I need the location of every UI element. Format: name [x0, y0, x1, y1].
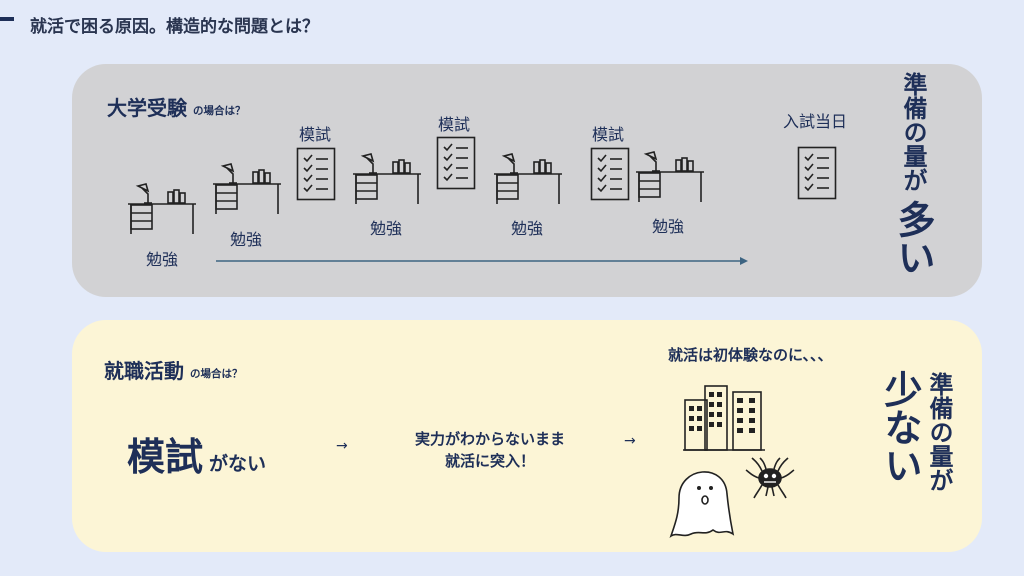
bug-monster-icon: [745, 457, 795, 499]
desk-icon: [128, 183, 196, 234]
study-label: 勉強: [229, 230, 262, 249]
checklist-icon: [590, 147, 630, 201]
job-prep-amount: 少ない: [878, 370, 922, 484]
mock-exam-label: 模試: [437, 115, 470, 134]
ghost-icon: [669, 471, 735, 538]
result-line-1: 実力がわからないまま: [414, 430, 565, 448]
mock-exam-label: 模試: [591, 125, 624, 144]
arrow-right-icon: [216, 257, 748, 265]
desk-icon: [636, 151, 704, 202]
exam-heading: 大学受験の場合は？: [107, 92, 246, 121]
study-label: 勉強: [145, 250, 178, 269]
arrow-right-icon: →: [624, 433, 636, 449]
job-heading: 就職活動の場合は？: [104, 355, 243, 384]
exam-panel: [72, 64, 982, 297]
checklist-icon: [296, 147, 336, 201]
desk-icon: [353, 153, 421, 204]
page-title: 就活で困る原因。構造的な問題とは？: [30, 17, 319, 37]
job-panel: [72, 320, 982, 552]
arrow-right-icon: →: [336, 438, 348, 454]
mock-exam-big: 模試: [127, 435, 204, 479]
job-heading-text: 就職活動: [104, 359, 184, 383]
result-line-2: 就活に突入！: [444, 452, 535, 470]
mock-exam-label: 模試: [298, 125, 331, 144]
study-label: 勉強: [369, 219, 402, 238]
exam-prep-amount: 多い: [891, 200, 935, 276]
job-prep-phrase: 準備の量が: [925, 372, 953, 492]
buildings-icon: [683, 385, 765, 451]
exam-prep-phrase: 準備の量が: [899, 72, 927, 192]
exam-day-label: 入試当日: [782, 112, 847, 131]
job-heading-suffix: の場合は？: [190, 368, 243, 380]
exam-heading-suffix: の場合は？: [193, 105, 246, 117]
mock-exam-suffix: がない: [209, 453, 267, 475]
header-accent-bar: [0, 17, 14, 21]
no-mock-exam-phrase: 模試がない: [127, 426, 266, 481]
desk-icon: [213, 163, 281, 214]
result-text: 実力がわからないまま 就活に突入！: [392, 428, 588, 472]
checklist-icon: [797, 146, 837, 200]
desk-icon: [494, 153, 562, 204]
first-time-text: 就活は初体験なのに、、、: [668, 346, 833, 364]
exam-heading-text: 大学受験: [107, 96, 187, 120]
study-label: 勉強: [651, 217, 684, 236]
checklist-icon: [436, 136, 476, 190]
study-label: 勉強: [510, 219, 543, 238]
